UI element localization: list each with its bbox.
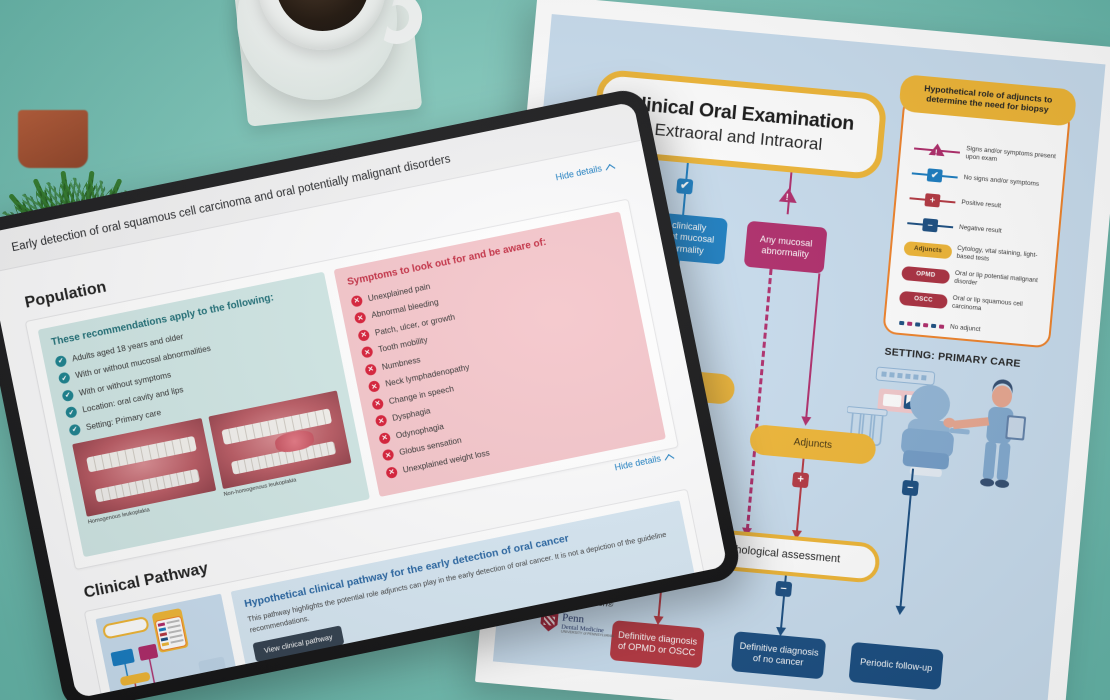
oscc-pill-label: OSCC: [898, 290, 948, 309]
legend-row-label: Oral or lip potential malignant disorder: [953, 269, 1039, 287]
legend-row-label: Negative result: [958, 223, 1002, 235]
x-icon: ✕: [353, 311, 367, 325]
negative-result-chip-icon: –: [901, 479, 919, 497]
adjuncts-pill-icon: Adjuncts: [898, 240, 957, 259]
penn-logo: Penn Dental Medicine UNIVERSITY of PENNS…: [540, 610, 662, 643]
arrow-head: [800, 416, 812, 427]
negative-result-icon: –: [901, 217, 959, 232]
x-icon: ✕: [367, 379, 381, 393]
primary-care-illustration: [840, 361, 1051, 504]
recommendations-panel: These recommendations apply to the follo…: [37, 271, 371, 558]
x-icon: ✕: [364, 362, 378, 376]
pathway-thumbnail[interactable]: [95, 593, 242, 699]
negative-result-chip-icon: –: [774, 580, 793, 598]
no-signs-symptoms-icon: ✔: [906, 167, 964, 183]
legend-rows: ! Signs and/or symptoms present upon exa…: [884, 134, 1065, 348]
adjuncts-pill-label: Adjuncts: [903, 240, 953, 259]
photo-non-homogenous: Non-homogenous leukoplakia: [207, 389, 353, 498]
x-icon: ✕: [374, 414, 388, 428]
list-item-label: Tooth mobility: [377, 335, 429, 355]
symptoms-panel: Symptoms to look out for and be aware of…: [333, 211, 666, 497]
no-adjunct-dashes-icon: [892, 320, 950, 329]
flow-line: [795, 458, 805, 533]
plant-pot: [18, 110, 88, 168]
signs-symptoms-icon: !: [908, 142, 966, 157]
x-icon: ✕: [371, 397, 385, 411]
legend-box: Hypothetical role of adjuncts to determi…: [882, 74, 1078, 349]
x-icon: ✕: [360, 345, 374, 359]
check-icon: ✔: [64, 405, 78, 419]
legend-row-label: Positive result: [961, 198, 1002, 210]
x-icon: ✕: [357, 328, 371, 342]
x-icon: ✕: [385, 465, 399, 479]
photo-homogenous: Homogenous leukoplakia: [72, 417, 217, 525]
clinical-pathway-card: Hypothetical clinical pathway for the ea…: [83, 488, 713, 699]
node-definitive-diagnosis-no-cancer: Definitive diagnosis of no cancer: [730, 631, 827, 680]
opmd-pill-label: OPMD: [901, 265, 951, 284]
check-icon: ✔: [68, 422, 82, 436]
x-icon: ✕: [381, 448, 395, 462]
list-item-label: Odynophagia: [395, 421, 445, 440]
legend-row-label: Oral or lip squamous cell carcinoma: [951, 294, 1024, 312]
legend-row-label: No adjunct: [949, 322, 981, 333]
legend-row-label: Signs and/or symptoms present upon exam: [965, 144, 1057, 163]
list-item-label: Dysphagia: [391, 406, 432, 423]
signs-symptoms-chip-icon: !: [778, 187, 798, 204]
check-icon: ✔: [54, 354, 68, 368]
no-adjunct-dashed-line: [745, 268, 773, 531]
check-icon: ✔: [61, 388, 75, 402]
tablet-screen: Early detection of oral squamous cell ca…: [0, 101, 728, 699]
flow-line: [805, 273, 821, 419]
tablet-device: Early detection of oral squamous cell ca…: [0, 86, 743, 700]
list-item-label: Numbness: [381, 354, 422, 372]
chevron-up-icon: [664, 453, 675, 464]
node-any-mucosal-abnormality: Any mucosal abnormality: [743, 220, 828, 274]
potted-plant: [0, 0, 190, 282]
positive-result-chip-icon: +: [791, 471, 810, 489]
check-icon: ✔: [57, 371, 71, 385]
arrow-head: [894, 605, 906, 616]
printed-poster: Clinical Oral Examination Extraoral and …: [474, 0, 1110, 700]
opmd-pill-icon: OPMD: [896, 265, 955, 284]
chevron-up-icon: [605, 163, 616, 174]
x-icon: ✕: [350, 294, 364, 308]
no-symptoms-chip-icon: ✔: [676, 178, 694, 195]
node-periodic-follow-up: Periodic follow-up: [848, 641, 944, 691]
x-icon: ✕: [378, 431, 392, 445]
legend-row-label: Cytology, vital staining, light-based te…: [956, 244, 1038, 263]
legend-heading: Hypothetical role of adjuncts to determi…: [898, 74, 1078, 127]
app-body: Hide details Population These recommenda…: [0, 140, 728, 699]
legend-row-label: No signs and/or symptoms: [963, 173, 1040, 188]
positive-result-icon: +: [904, 192, 962, 207]
oscc-pill-icon: OSCC: [894, 290, 953, 309]
